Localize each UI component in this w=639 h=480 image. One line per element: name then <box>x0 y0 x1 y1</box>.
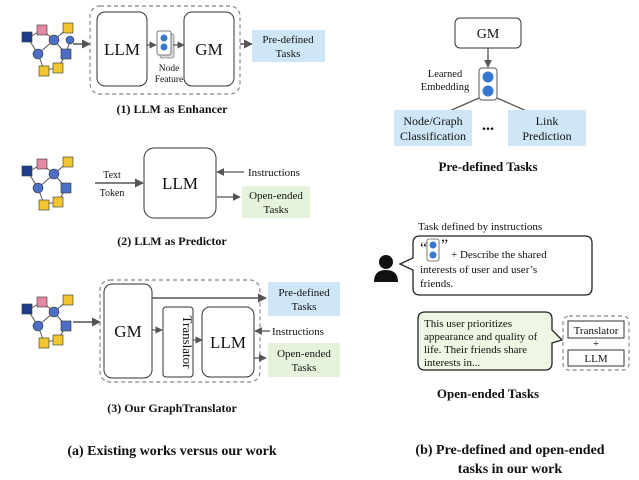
learned-embedding-icon <box>478 67 498 101</box>
openended-tasks-2-line2: Tasks <box>264 204 289 216</box>
enhancer-dashed-box <box>89 5 241 95</box>
enhancer-gm-label: GM <box>195 40 222 59</box>
gt-llm-label: LLM <box>210 333 246 352</box>
node-graph-line2: Classification <box>400 129 466 143</box>
instructions-label-3: Instructions <box>272 326 324 338</box>
openended-tasks-3-line2: Tasks <box>292 362 317 374</box>
predefined-tasks-3-line2: Tasks <box>292 301 317 313</box>
b-llm-box <box>567 349 625 367</box>
predefined-tasks-1-line1: Pre-defined <box>262 34 314 46</box>
b-llm-label: LLM <box>584 353 607 365</box>
graph-icon-3 <box>21 294 74 349</box>
graph-icon-2 <box>21 156 74 211</box>
tasks-ellipsis: ... <box>482 117 494 134</box>
node-graph-line1: Node/Graph <box>403 114 462 128</box>
caption-panel-b-line2: tasks in our work <box>458 462 563 477</box>
predictor-llm-label: LLM <box>162 174 198 193</box>
b-plus-label: + <box>593 338 599 350</box>
predefined-tasks-3-line1: Pre-defined <box>278 287 330 299</box>
node-graph-classification-box <box>394 110 472 146</box>
node-feature-label-1: Node <box>159 64 180 74</box>
node-feature-label-2: Feature <box>155 75 184 85</box>
answer-line4: interests in... <box>424 357 480 369</box>
b-translator-box <box>567 320 625 339</box>
answer-speech-bubble <box>417 311 564 371</box>
node-feature-icon <box>156 30 175 59</box>
graph-icon-1 <box>21 22 75 77</box>
b-gm-label: GM <box>477 27 500 42</box>
enhancer-llm-label: LLM <box>104 40 140 59</box>
answer-line1: This user prioritizes <box>424 318 512 330</box>
enhancer-gm-box <box>183 11 235 87</box>
enhancer-llm-box <box>96 11 148 87</box>
openended-tasks-3-line1: Open-ended <box>277 348 331 360</box>
learned-embedding-line1: Learned <box>428 69 463 80</box>
caption-llm-as-enhancer: (1) LLM as Enhancer <box>117 102 229 116</box>
predefined-tasks-box-3 <box>268 282 340 316</box>
text-token-line2: Token <box>100 188 125 199</box>
learned-embedding-line2: Embedding <box>421 82 470 93</box>
instruction-line1: + Describe the shared <box>451 249 547 261</box>
heading-predefined-tasks: Pre-defined Tasks <box>438 159 537 174</box>
answer-line2: appearance and quality of <box>424 331 538 343</box>
task-defined-label: Task defined by instructions <box>418 221 542 233</box>
gt-llm-box <box>201 306 255 378</box>
caption-panel-b-line1: (b) Pre-defined and open-ended <box>415 443 604 458</box>
embedding-token-icon <box>426 238 440 262</box>
openended-tasks-box-2 <box>242 186 310 218</box>
heading-openended-tasks: Open-ended Tasks <box>437 386 539 401</box>
quote-open: “ <box>420 240 427 257</box>
caption-llm-as-predictor: (2) LLM as Predictor <box>117 234 227 248</box>
caption-panel-a: (a) Existing works versus our work <box>67 444 277 459</box>
link-prediction-line2: Prediction <box>522 129 571 143</box>
link-prediction-line1: Link <box>536 114 559 128</box>
gt-gm-box <box>103 283 153 379</box>
link-prediction-box <box>508 110 586 146</box>
b-translator-label: Translator <box>574 325 619 337</box>
predefined-tasks-1-line2: Tasks <box>276 48 301 60</box>
openended-tasks-2-line1: Open-ended <box>249 190 303 202</box>
translator-llm-dashed-box <box>562 315 630 371</box>
instruction-line2: interests of user and user’s <box>420 264 537 276</box>
gt-translator-box <box>162 306 194 378</box>
instructions-label-2: Instructions <box>248 167 300 179</box>
gt-translator-label: Translator <box>180 316 195 370</box>
user-icon <box>374 255 398 282</box>
instruction-speech-bubble <box>398 235 593 296</box>
predefined-tasks-box-1 <box>252 30 325 62</box>
answer-line3: life. Their friends share <box>424 344 527 356</box>
caption-our-graphtranslator: (3) Our GraphTranslator <box>107 401 237 415</box>
openended-tasks-box-3 <box>268 343 340 377</box>
instruction-line3: friends. <box>420 278 454 290</box>
gt-gm-label: GM <box>114 322 141 341</box>
text-token-line1: Text <box>103 170 121 181</box>
quote-close: ” <box>441 237 448 254</box>
predictor-llm-box <box>143 147 217 219</box>
